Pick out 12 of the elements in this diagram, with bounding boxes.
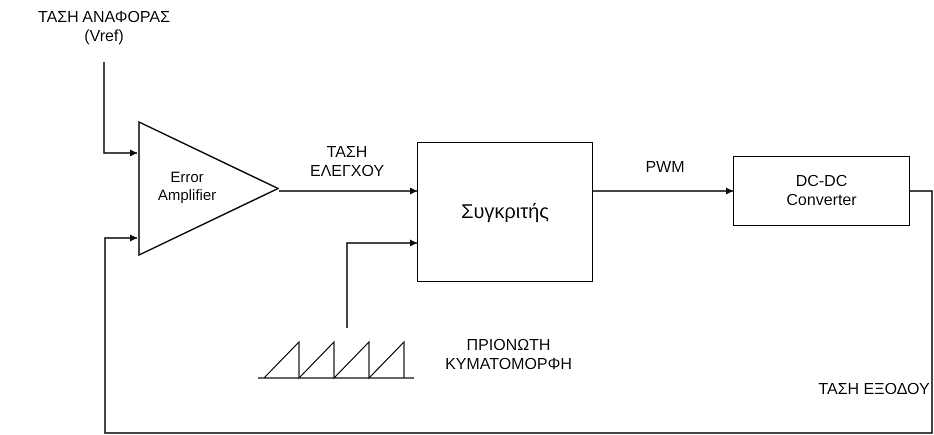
arrow: [279, 188, 417, 194]
arrow: [346, 240, 417, 328]
arrow: [103, 62, 137, 156]
converter-box: [733, 156, 910, 226]
arrow: [593, 188, 733, 194]
node-label: Συγκριτής: [460, 200, 550, 224]
node-label: DC-DC Converter: [785, 172, 858, 210]
amplifier-triangle: [138, 121, 279, 256]
arrow: [104, 190, 933, 434]
node-label: ΤΑΣΗ ΑΝΑΦΟΡΑΣ (Vref): [37, 8, 171, 46]
node-label: Error Amplifier: [156, 168, 218, 204]
comparator-box: [417, 142, 593, 282]
